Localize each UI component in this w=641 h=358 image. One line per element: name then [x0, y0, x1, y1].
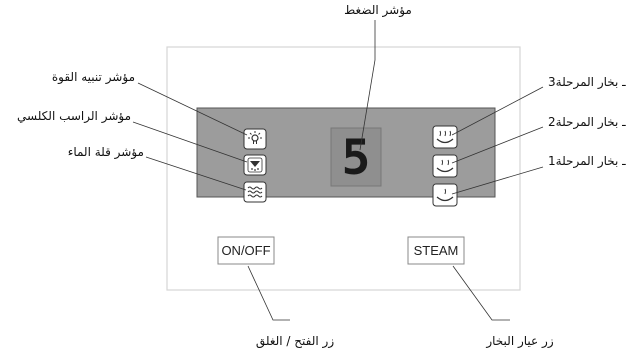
steam-button-caption: زر عيار البخار	[485, 334, 553, 349]
steam-2-leader-line	[451, 126, 544, 164]
on-off-button[interactable]: ON/OFF	[217, 236, 275, 265]
steam-level-2-label: 2ـ بخار المرحلة	[548, 115, 626, 130]
on-off-button-label: ON/OFF	[221, 243, 270, 258]
steam-1-leader-line	[451, 166, 544, 195]
pressure-leader-line	[359, 20, 376, 151]
steam-level-3-label: 3ـ بخار المرحلة	[548, 75, 626, 90]
power-alert-label: مؤشر تنبيه القوة	[52, 70, 135, 85]
pressure-digit: 5	[342, 130, 371, 186]
low-water-leader-line	[145, 156, 247, 191]
on-off-leader-line	[247, 265, 290, 321]
steam-button-label: STEAM	[414, 243, 459, 258]
limescale-label: مؤشر الراسب الكلسي	[17, 109, 131, 124]
steam-button-leader-line	[452, 265, 510, 321]
low-water-label: مؤشر قلة الماء	[68, 145, 144, 160]
power-alert-leader-line	[137, 82, 248, 136]
leader-lines	[132, 20, 544, 321]
steam-3-leader-line	[451, 86, 544, 136]
steam-level-1-label: 1ـ بخار المرحلة	[548, 154, 626, 169]
limescale-icon	[243, 154, 267, 176]
lightbulb-icon	[243, 128, 267, 150]
steam-level-2-icon	[432, 154, 458, 178]
steam-level-1-icon	[432, 183, 458, 207]
digit-window	[330, 127, 382, 187]
limescale-leader-line	[132, 121, 248, 163]
steam-button[interactable]: STEAM	[407, 236, 465, 265]
on-off-caption: زر الفتح / الغلق	[256, 334, 334, 349]
steam-level-3-icon	[432, 125, 458, 149]
pressure-indicator-label: مؤشر الضغط	[344, 3, 412, 18]
water-waves-icon	[243, 181, 267, 203]
